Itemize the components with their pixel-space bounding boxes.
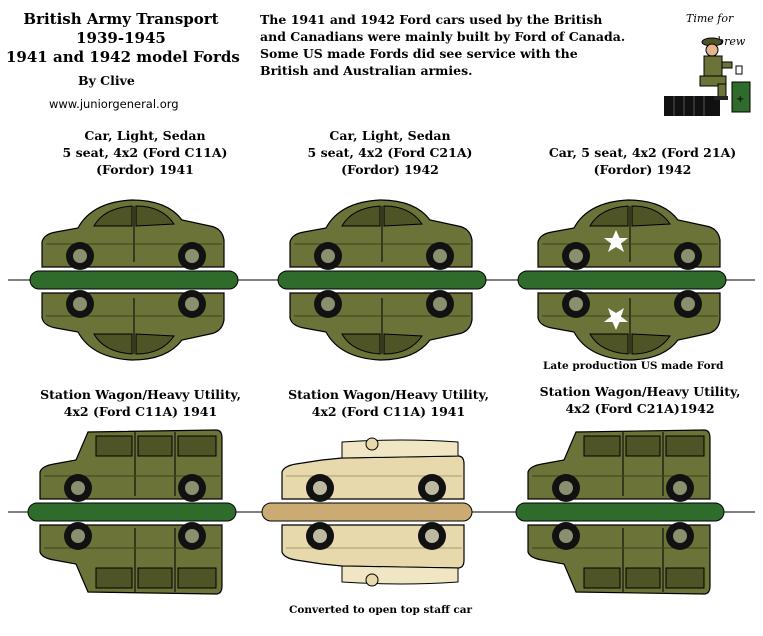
wagon-1941-top bbox=[39, 429, 223, 503]
sedan-1941-top bbox=[41, 199, 225, 271]
page-title: British Army Transport 1939-1945 1941 an… bbox=[6, 10, 240, 67]
sedan-1942-bottom bbox=[289, 289, 473, 361]
base-4 bbox=[27, 502, 237, 522]
vehicle-5-line-2: 4x2 (Ford C11A) 1941 bbox=[311, 404, 466, 419]
vehicle-3-line-2: (Fordor) 1942 bbox=[593, 162, 692, 177]
intro-paragraph: The 1941 and 1942 Ford cars used by the … bbox=[260, 12, 626, 78]
brew-caption-1: Time for bbox=[686, 12, 734, 25]
us-sedan-bottom bbox=[537, 289, 721, 361]
base-6 bbox=[515, 502, 725, 522]
vehicle-3-line-1: Car, 5 seat, 4x2 (Ford 21A) bbox=[548, 145, 737, 160]
vehicle-1-line-1: Car, Light, Sedan bbox=[84, 128, 206, 143]
staff-car-top bbox=[281, 437, 465, 503]
us-sedan-top bbox=[537, 199, 721, 271]
vehicle-6-line-1: Station Wagon/Heavy Utility, bbox=[539, 384, 741, 399]
vehicle-label-1: Car, Light, Sedan 5 seat, 4x2 (Ford C11A… bbox=[55, 127, 235, 178]
base-5 bbox=[261, 502, 473, 522]
vehicle-4-line-2: 4x2 (Ford C11A) 1941 bbox=[63, 404, 218, 419]
sedan-1942-top bbox=[289, 199, 473, 271]
staff-car-bottom bbox=[281, 521, 465, 587]
vehicle-5-note: Converted to open top staff car bbox=[289, 604, 473, 616]
wagon-1942-bottom bbox=[527, 521, 711, 595]
website-link[interactable]: www.juniorgeneral.org bbox=[49, 97, 179, 111]
wagon-1942-top bbox=[527, 429, 711, 503]
title-line-3: 1941 and 1942 model Fords bbox=[6, 48, 240, 66]
sedan-1941-bottom bbox=[41, 289, 225, 361]
vehicle-label-6: Station Wagon/Heavy Utility, 4x2 (Ford C… bbox=[535, 383, 745, 417]
svg-text:+: + bbox=[736, 94, 744, 105]
author-byline: By Clive bbox=[78, 73, 135, 88]
base-2 bbox=[277, 270, 487, 290]
vehicle-3-note: Late production US made Ford bbox=[543, 360, 724, 372]
vehicle-label-2: Car, Light, Sedan 5 seat, 4x2 (Ford C21A… bbox=[300, 127, 480, 178]
title-line-1: British Army Transport bbox=[23, 10, 219, 28]
brew-soldier-icon: + bbox=[664, 37, 751, 116]
wagon-1941-bottom bbox=[39, 521, 223, 595]
title-line-2: 1939-1945 bbox=[76, 29, 166, 47]
vehicle-1-line-2: 5 seat, 4x2 (Ford C11A) bbox=[62, 145, 228, 160]
vehicle-label-3: Car, 5 seat, 4x2 (Ford 21A) (Fordor) 194… bbox=[540, 144, 745, 178]
vehicle-2-line-1: Car, Light, Sedan bbox=[329, 128, 451, 143]
vehicle-2-line-2: 5 seat, 4x2 (Ford C21A) bbox=[307, 145, 473, 160]
vehicle-5-line-1: Station Wagon/Heavy Utility, bbox=[288, 387, 489, 402]
vehicle-4-line-1: Station Wagon/Heavy Utility, bbox=[40, 387, 241, 402]
vehicle-label-4: Station Wagon/Heavy Utility, 4x2 (Ford C… bbox=[38, 386, 243, 420]
base-3 bbox=[517, 270, 727, 290]
vehicle-1-line-3: (Fordor) 1941 bbox=[96, 162, 194, 177]
vehicle-6-line-2: 4x2 (Ford C21A)1942 bbox=[565, 401, 715, 416]
vehicle-label-5: Station Wagon/Heavy Utility, 4x2 (Ford C… bbox=[286, 386, 491, 420]
base-1 bbox=[29, 270, 239, 290]
vehicle-2-line-3: (Fordor) 1942 bbox=[341, 162, 439, 177]
